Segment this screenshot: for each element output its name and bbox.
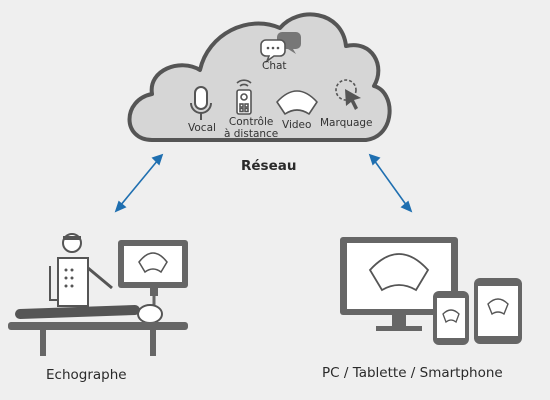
microphone-icon: [190, 86, 212, 120]
video-label: Video: [282, 119, 312, 131]
smartphone-icon: [433, 291, 469, 345]
remote-control-label: Contrôle à distance: [224, 116, 278, 140]
link-arrow-left: [114, 153, 164, 213]
chat-label: Chat: [262, 60, 287, 72]
ultrasound-monitor-icon: [118, 240, 188, 310]
left-device-label: Echographe: [46, 367, 127, 383]
link-arrow-right: [368, 153, 413, 213]
ultrasound-fan-icon: [276, 90, 318, 115]
patient-bed-icon: [8, 304, 188, 356]
doctor-icon: [49, 233, 113, 307]
remote-control-icon: [236, 79, 252, 115]
vocal-label: Vocal: [188, 122, 216, 134]
remote-control-label-line2: à distance: [224, 128, 279, 140]
tablet-icon: [474, 278, 522, 344]
cursor-marking-icon: [335, 79, 361, 110]
cloud-shape: [127, 12, 392, 142]
remote-control-label-line1: Contrôle: [228, 116, 274, 128]
chat-bubbles-icon: [260, 32, 301, 64]
right-device-label: PC / Tablette / Smartphone: [322, 365, 503, 381]
marking-label: Marquage: [320, 117, 373, 129]
network-title: Réseau: [241, 158, 297, 174]
